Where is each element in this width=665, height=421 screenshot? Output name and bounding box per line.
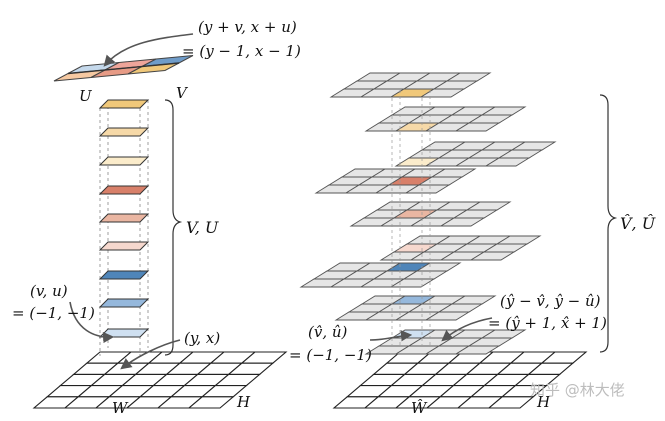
right-layer-cell: [469, 251, 516, 261]
right-layer-stack: [299, 72, 557, 355]
right-layer: [314, 168, 477, 194]
vhat-arrow: [369, 330, 413, 342]
right-layer-cell: [454, 122, 501, 132]
stack-kernel-cell: [98, 270, 150, 280]
yx-label: (y, x): [184, 329, 220, 347]
right-layer-cell: [424, 311, 471, 321]
yhat-arrow: [441, 317, 493, 342]
right-layer: [329, 72, 492, 98]
watermark: 知乎 @林大佬: [530, 381, 625, 399]
top-label-line2: = (y − 1, x − 1): [182, 42, 301, 60]
right-layer: [394, 141, 557, 167]
stack-kernel-cell: [98, 156, 150, 166]
top-offset-arrow: [103, 33, 194, 67]
yhat-label-line1: (ŷ − v̂, ŷ − û): [500, 292, 601, 310]
left-kernel-stack: [98, 99, 150, 338]
right-brace-label: V̂, Û: [620, 213, 656, 233]
right-layer-cell: [454, 345, 501, 355]
right-layer: [364, 106, 527, 132]
left-stack-guide-lines: [99, 100, 149, 356]
top-label-line1: (y + v, x + u): [198, 18, 297, 36]
vu-label-line2: = (−1, −1): [12, 304, 95, 322]
right-layer-cell: [484, 157, 531, 167]
right-layer-cell: [389, 278, 436, 288]
right-layer-cell: [404, 184, 451, 194]
right-brace: [599, 94, 618, 353]
left-brace: [164, 99, 183, 356]
stack-kernel-cell: [98, 185, 150, 195]
yhat-label-line2: = (ŷ + 1, x̂ + 1): [488, 314, 607, 332]
right-layer: [299, 262, 462, 288]
right-layer: [349, 201, 512, 227]
stack-kernel-cell: [98, 298, 150, 308]
left-w-label: W: [112, 399, 129, 416]
stack-kernel-cell: [98, 127, 150, 137]
right-layer: [334, 295, 497, 321]
u-label: U: [79, 87, 93, 105]
left-input-grid: [32, 351, 288, 409]
stack-kernel-cell: [98, 328, 150, 338]
v-label: V: [176, 84, 189, 102]
vu-label-line1: (v, u): [30, 282, 68, 300]
stack-kernel-cell: [98, 241, 150, 251]
right-layer-cell: [419, 88, 466, 98]
left-h-label: H: [236, 393, 251, 411]
vu-arrow: [69, 301, 115, 344]
vhat-label-line2: = (−1, −1): [289, 346, 372, 364]
stack-kernel-cell: [98, 213, 150, 223]
stack-kernel-cell: [98, 99, 150, 109]
left-input-cell: [187, 396, 235, 409]
right-layer-cell: [439, 217, 486, 227]
right-w-label: Ŵ: [411, 399, 428, 416]
right-input-grid: [332, 351, 588, 409]
left-offset-kernel: [53, 55, 194, 82]
offset-kernel-edge: [67, 62, 180, 75]
right-h-label: H: [536, 393, 551, 411]
left-brace-label: V, U: [186, 218, 219, 237]
right-input-cell: [487, 396, 535, 409]
vhat-label-line1: (v̂, û): [308, 323, 348, 341]
yx-arrow: [120, 339, 181, 370]
right-layer: [364, 329, 527, 355]
right-layer: [379, 235, 542, 261]
